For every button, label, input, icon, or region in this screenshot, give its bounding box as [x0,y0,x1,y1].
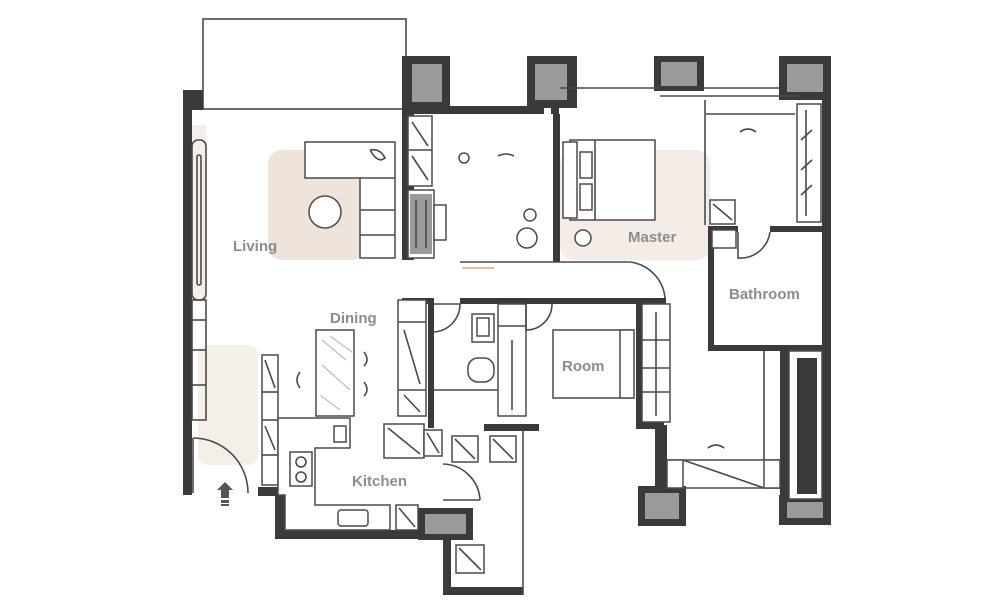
tv-cabinet [407,189,447,259]
entrance-door [192,437,249,494]
kitchen-counter [277,417,419,531]
wc [433,303,498,391]
sofa [304,141,396,259]
dining-table [296,329,368,417]
room-label-bathroom: Bathroom [729,286,800,303]
hall-cabinets [397,299,527,417]
balcony [202,18,407,110]
bathroom-door [711,229,771,259]
room-bed [525,303,635,399]
room-wardrobe [641,303,671,423]
room-label-dining: Dining [330,310,377,327]
master-closet [704,100,822,225]
room-label-living: Living [233,238,278,255]
side-table [458,152,538,249]
kitchen-door [442,463,481,501]
fridge [383,423,443,459]
room-label-kitchen: Kitchen [352,473,408,490]
room-label-master: Master [628,229,677,246]
master-window [560,87,800,97]
master-bed [562,139,656,247]
corridor-storage [451,430,524,595]
study-cabinet [407,115,433,187]
service-balcony [666,350,823,500]
sliding-partition [460,261,666,299]
room-label-room: Room [562,358,605,375]
living-window [191,139,207,421]
dining-cabinets [261,354,279,486]
entrance-arrow-icon [217,482,233,506]
columns [402,56,831,540]
